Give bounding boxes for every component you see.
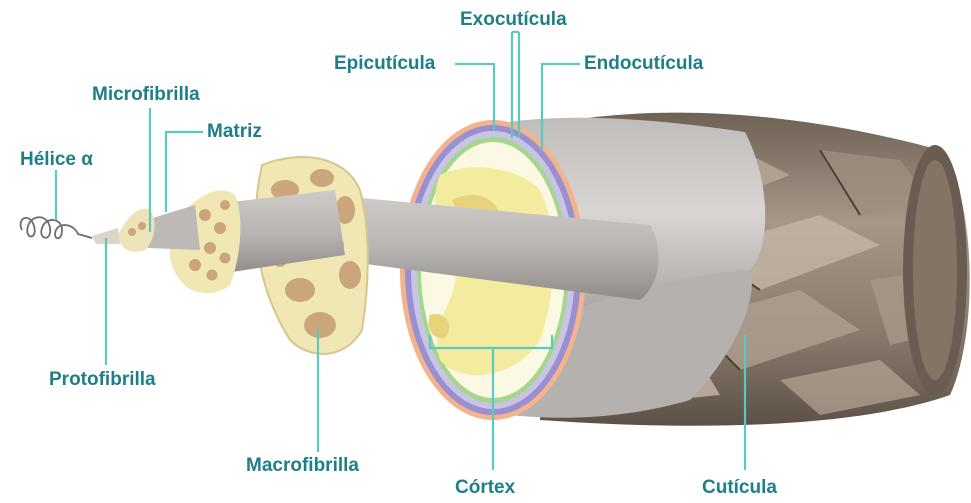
alpha-helix-coil <box>21 217 92 238</box>
protofibril-bundle <box>92 205 200 252</box>
label-macrofibrilla: Macrofibrilla <box>246 456 359 475</box>
label-endocuticula: Endocutícula <box>584 54 703 73</box>
label-cortex: Córtex <box>455 478 515 497</box>
label-matriz: Matriz <box>207 122 262 141</box>
label-protofibrilla: Protofibrilla <box>49 370 156 389</box>
label-exocuticula: Exocutícula <box>460 10 567 29</box>
label-epicuticula: Epicutícula <box>334 54 435 73</box>
label-helice-alpha: Hélice α <box>20 150 93 169</box>
label-cuticula: Cutícula <box>702 478 777 497</box>
label-microfibrilla: Microfibrilla <box>92 85 200 104</box>
